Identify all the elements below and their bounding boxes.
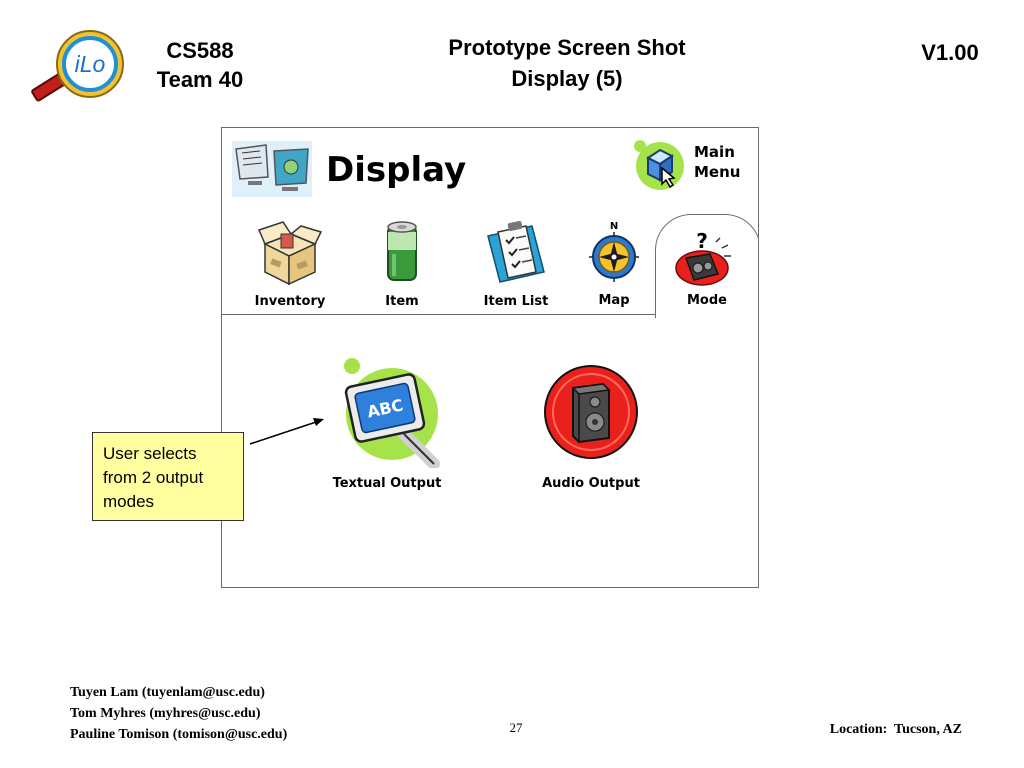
tab-map[interactable]: N Map bbox=[578, 218, 650, 314]
clipboard-icon bbox=[487, 221, 545, 283]
callout-note: User selects from 2 output modes bbox=[92, 432, 244, 521]
tab-mode[interactable]: ? Mode bbox=[664, 228, 750, 314]
ilo-logo: iLo bbox=[31, 30, 124, 102]
author-list: Tuyen Lam (tuyenlam@usc.edu) Tom Myhres … bbox=[70, 682, 287, 745]
team-name: Team 40 bbox=[156, 67, 244, 92]
speaker-question-icon: ? bbox=[675, 229, 731, 286]
tab-item[interactable]: Item bbox=[356, 218, 448, 314]
textual-output-option[interactable]: ABC Textual Output bbox=[318, 356, 456, 496]
author-2: Tom Myhres (myhres@usc.edu) bbox=[70, 706, 261, 721]
tab-inventory-label: Inventory bbox=[254, 294, 326, 309]
screen-title: Display bbox=[326, 150, 467, 190]
tab-inventory[interactable]: Inventory bbox=[242, 218, 338, 314]
textual-output-label: Textual Output bbox=[332, 476, 442, 491]
abc-screen-icon: ABC bbox=[344, 358, 440, 468]
tab-bar-divider bbox=[222, 314, 656, 315]
slide-title: Prototype Screen Shot Display (5) bbox=[380, 32, 754, 94]
author-1: Tuyen Lam (tuyenlam@usc.edu) bbox=[70, 685, 265, 700]
speaker-icon bbox=[544, 365, 638, 459]
course-code: CS588 bbox=[166, 38, 234, 63]
author-3: Pauline Tomison (tomison@usc.edu) bbox=[70, 727, 288, 742]
logo-text: iLo bbox=[75, 51, 106, 77]
can-icon bbox=[387, 221, 417, 281]
slide-title-line2: Display (5) bbox=[511, 66, 623, 91]
tab-item-list-label: Item List bbox=[483, 294, 549, 309]
main-menu-label-line2: Menu bbox=[694, 163, 741, 181]
audio-output-option[interactable]: Audio Output bbox=[526, 364, 656, 496]
tab-item-label: Item bbox=[385, 294, 419, 309]
tab-map-label: Map bbox=[598, 293, 630, 308]
svg-text:?: ? bbox=[696, 229, 708, 253]
version-label: V1.00 bbox=[921, 40, 979, 65]
compass-icon: N bbox=[589, 221, 639, 282]
magnifier-icon bbox=[31, 30, 124, 102]
tab-item-list[interactable]: Item List bbox=[468, 218, 564, 314]
audio-output-label: Audio Output bbox=[542, 476, 640, 491]
display-screens-icon bbox=[232, 141, 312, 197]
display-screen-frame: Display Main Menu Inventory bbox=[221, 127, 759, 588]
cube-cursor-icon bbox=[634, 140, 684, 190]
box-icon bbox=[257, 221, 323, 286]
tab-mode-label: Mode bbox=[687, 293, 727, 308]
location-label: Location: Tucson, AZ bbox=[829, 722, 962, 737]
callout-arrow bbox=[249, 418, 324, 445]
main-menu-button[interactable]: Main Menu bbox=[630, 136, 756, 192]
page-number: 27 bbox=[509, 720, 523, 735]
compass-north-letter: N bbox=[610, 221, 618, 232]
course-info: CS588 Team 40 bbox=[140, 36, 260, 94]
main-menu-label-line1: Main bbox=[694, 143, 735, 161]
slide-title-line1: Prototype Screen Shot bbox=[448, 35, 686, 60]
